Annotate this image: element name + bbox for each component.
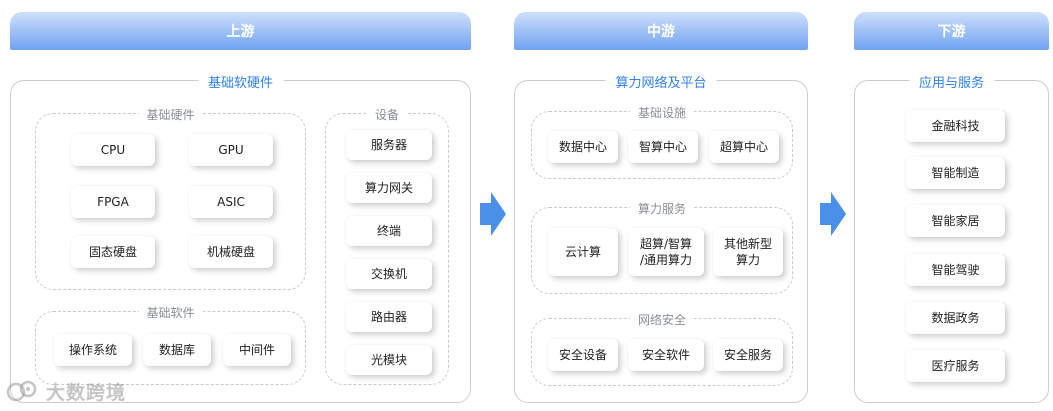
watermark-text: 大数跨境 [46, 381, 127, 404]
application-item: 数据政务 [906, 302, 1005, 334]
application-item: 智能驾驶 [906, 254, 1005, 286]
infrastructure-group: 基础设施 数据中心 智算中心 超算中心 [531, 104, 793, 179]
security-group: 网络安全 安全设备 安全软件 安全服务 [531, 311, 793, 386]
service-item: 其他新型 算力 [713, 228, 783, 276]
software-item: 操作系统 [54, 334, 132, 366]
hardware-item: 固态硬盘 [71, 236, 155, 268]
hardware-item: CPU [71, 134, 155, 166]
service-item: 云计算 [548, 228, 618, 276]
upstream-title: 基础软硬件 [197, 72, 284, 91]
software-group: 基础软件 操作系统 数据库 中间件 [35, 304, 306, 385]
device-item: 交换机 [346, 259, 432, 289]
midstream-title: 算力网络及平台 [605, 72, 717, 91]
application-item: 智能家居 [906, 205, 1005, 237]
services-group: 算力服务 云计算 超算/智算 /通用算力 其他新型 算力 [531, 200, 793, 294]
hardware-item: FPGA [71, 186, 155, 218]
security-item: 安全服务 [713, 339, 783, 371]
downstream-header: 下游 [854, 12, 1049, 50]
device-item: 终端 [346, 216, 432, 246]
hardware-item: 机械硬盘 [189, 236, 273, 268]
software-item: 中间件 [223, 334, 291, 366]
hardware-item: ASIC [189, 186, 273, 218]
upstream-frame: 基础软硬件 基础硬件 CPU GPU FPGA ASIC 固态硬盘 机械硬盘 基… [10, 72, 471, 403]
infrastructure-item: 超算中心 [709, 131, 779, 163]
downstream-title: 应用与服务 [908, 72, 995, 91]
services-group-title: 算力服务 [629, 200, 695, 217]
security-item: 安全软件 [628, 339, 704, 371]
software-group-title: 基础软件 [138, 304, 203, 321]
downstream-frame: 应用与服务 金融科技 智能制造 智能家居 智能驾驶 数据政务 医疗服务 [854, 72, 1049, 403]
arrow-right-icon [820, 192, 846, 236]
midstream-frame: 算力网络及平台 基础设施 数据中心 智算中心 超算中心 算力服务 云计算 超算/… [514, 72, 808, 403]
application-item: 金融科技 [906, 110, 1005, 142]
device-item: 路由器 [346, 302, 432, 332]
device-item: 服务器 [346, 130, 432, 160]
infrastructure-item: 数据中心 [548, 131, 618, 163]
devices-group: 设备 服务器 算力网关 终端 交换机 路由器 光模块 [325, 106, 449, 385]
watermark: 大数跨境 [6, 374, 126, 408]
device-item: 光模块 [346, 345, 432, 375]
device-item: 算力网关 [346, 173, 432, 203]
hardware-item: GPU [189, 134, 273, 166]
devices-group-title: 设备 [366, 106, 408, 123]
application-item: 医疗服务 [906, 350, 1005, 382]
arrow-right-icon [480, 192, 506, 236]
infrastructure-group-title: 基础设施 [629, 104, 695, 121]
hardware-group-title: 基础硬件 [138, 106, 203, 123]
service-item: 超算/智算 /通用算力 [628, 228, 704, 276]
hardware-group: 基础硬件 CPU GPU FPGA ASIC 固态硬盘 机械硬盘 [35, 106, 306, 290]
downstream-header-label: 下游 [937, 24, 966, 40]
security-item: 安全设备 [548, 339, 618, 371]
midstream-header-label: 中游 [647, 24, 675, 40]
security-group-title: 网络安全 [629, 311, 695, 328]
midstream-header: 中游 [514, 12, 808, 50]
application-item: 智能制造 [906, 157, 1005, 189]
watermark-logo-icon [6, 380, 37, 402]
software-item: 数据库 [143, 334, 211, 366]
upstream-header: 上游 [10, 12, 471, 50]
infrastructure-item: 智算中心 [628, 131, 698, 163]
upstream-header-label: 上游 [226, 24, 255, 40]
